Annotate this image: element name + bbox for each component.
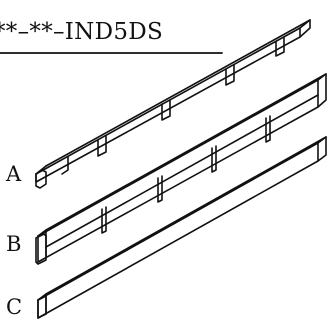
variant-label-b: B xyxy=(6,232,22,256)
strip-b-end-profile xyxy=(35,233,47,265)
variant-label-c: C xyxy=(6,295,23,319)
strip-a xyxy=(35,19,311,189)
strip-a-notches xyxy=(61,37,285,175)
variant-label-a: A xyxy=(6,162,22,186)
strip-a-end-profile xyxy=(35,169,47,189)
part-code-label: **–**–IND5DS xyxy=(0,19,164,45)
strip-c xyxy=(37,136,327,319)
strip-b xyxy=(35,73,327,265)
strip-c-end-profile xyxy=(37,295,47,319)
strip-b-joints xyxy=(101,115,271,234)
